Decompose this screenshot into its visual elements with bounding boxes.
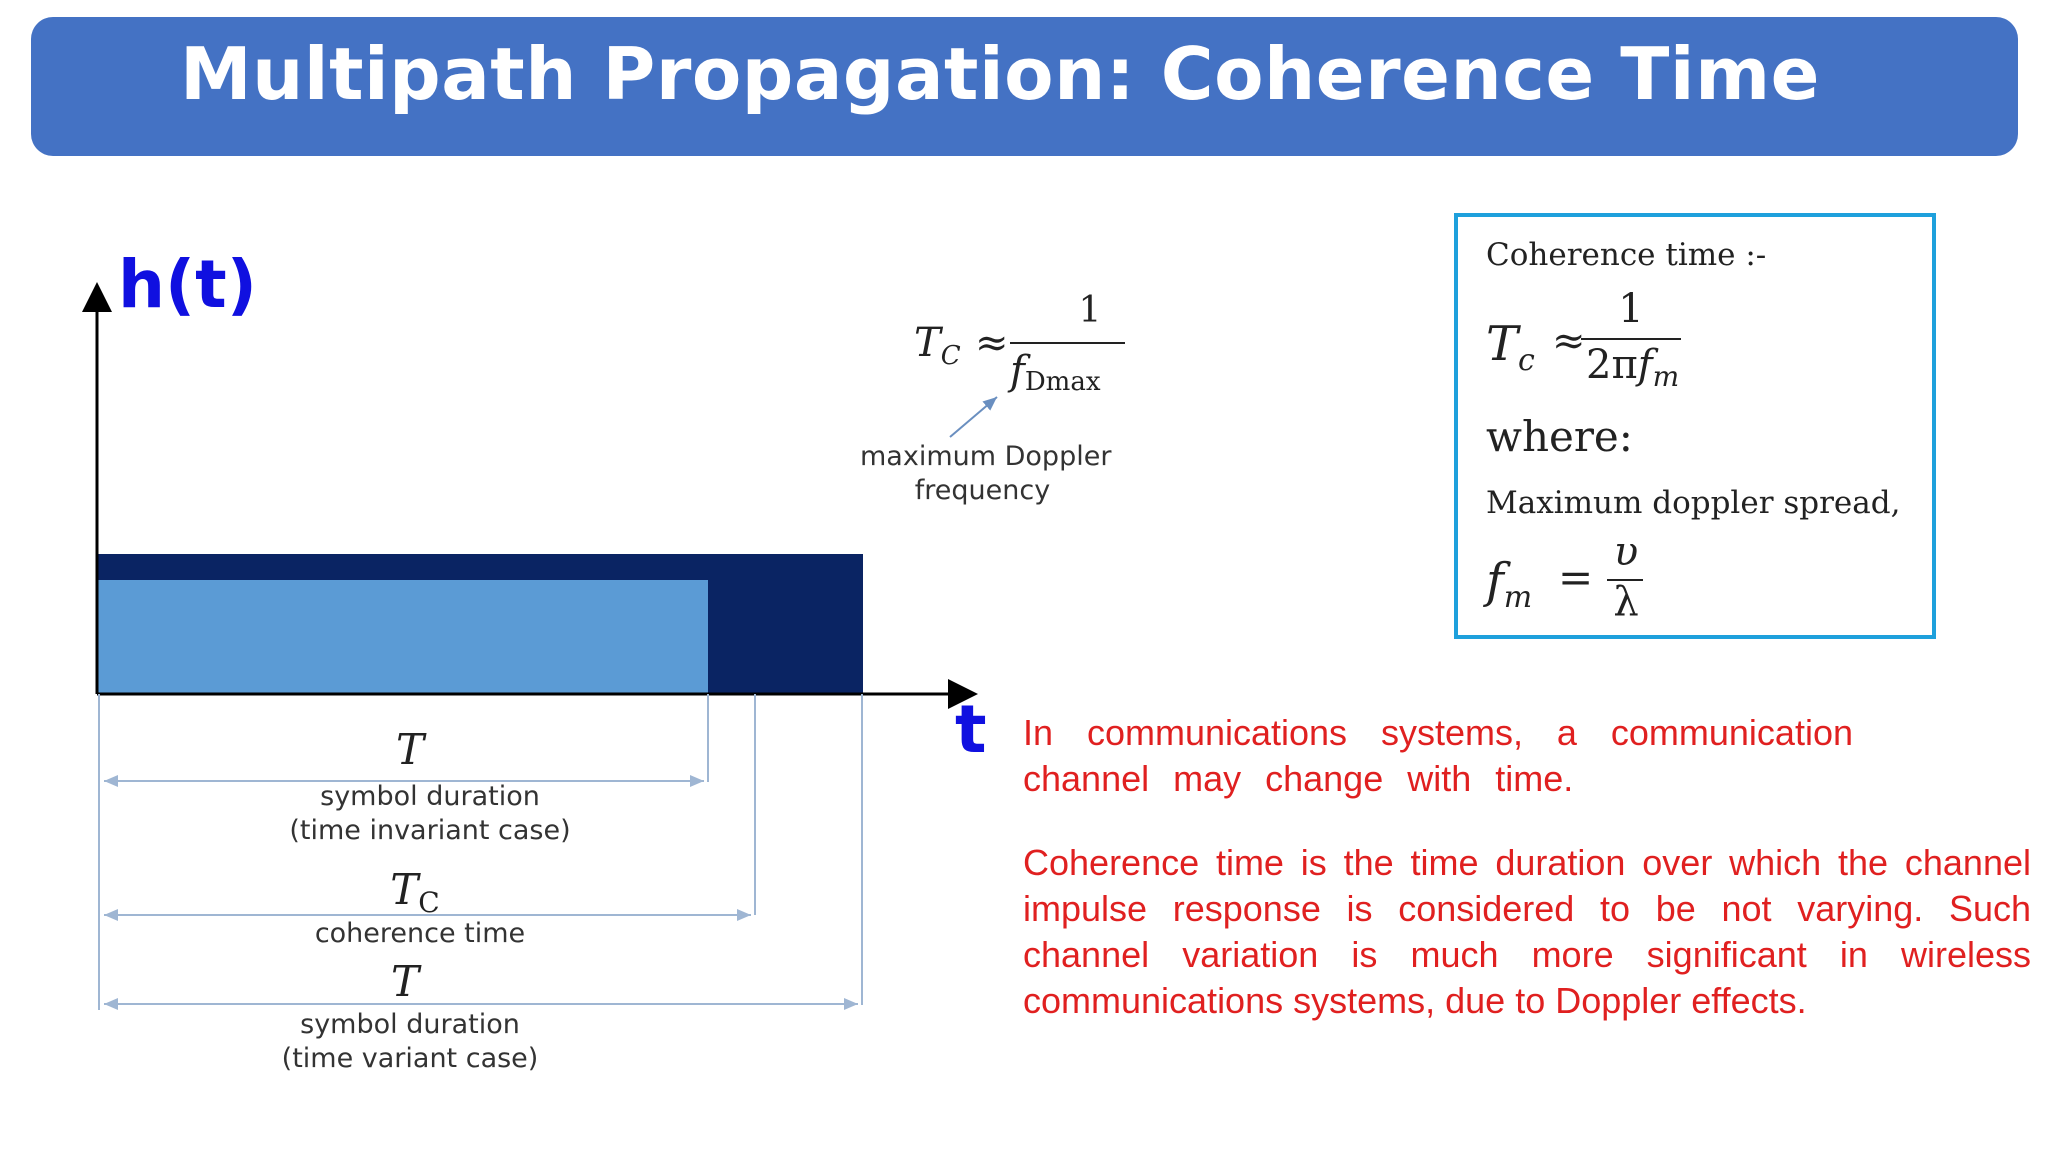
fm-formula: fm = υ λ (1486, 529, 1686, 633)
interval-symbol-Tc: TC (390, 865, 440, 920)
paragraph-channel-change: In communications systems, a communicati… (1023, 712, 1853, 799)
doppler-spread-label: Maximum doppler spread, (1486, 485, 1901, 521)
fraction-bar (1010, 342, 1125, 344)
where-label: where: (1486, 412, 1633, 461)
fm-denominator: λ (1613, 579, 1639, 625)
doppler-pointer-arrow (949, 396, 998, 438)
approx-sign: ≈ (975, 320, 1009, 366)
box-heading: Coherence time :- (1486, 237, 1767, 273)
formula-lhs: TC (914, 320, 961, 371)
doppler-caption: maximum Doppler frequency (860, 441, 1112, 506)
coherence-approx-sign: ≈ (1552, 318, 1586, 364)
coherence-formula-lhs: Tc (1486, 316, 1535, 378)
coherence-numerator: 1 (1618, 286, 1644, 332)
formula-denominator: fDmax (1010, 348, 1101, 397)
coherence-formula: Tc ≈ 1 2πfm (1486, 286, 1786, 402)
light-pulse-bar (98, 580, 708, 694)
title-bar (31, 17, 2018, 156)
x-axis-label: t (955, 691, 987, 768)
y-axis-label: h(t) (118, 246, 257, 323)
interval-caption-Tc: coherence time (314, 918, 526, 949)
interval-caption-T: symbol duration (time invariant case) (289, 781, 571, 846)
equals-sign: = (1558, 553, 1594, 602)
interval-symbol-T2: T (390, 957, 419, 1006)
fm-lhs: fm (1486, 553, 1533, 615)
slide-title: Multipath Propagation: Coherence Time (180, 32, 1820, 116)
paragraph-coherence-definition: Coherence time is the time duration over… (1023, 842, 2031, 1021)
coherence-fraction-bar (1581, 338, 1681, 340)
coherence-time-box: Coherence time :- Tc ≈ 1 2πfm where: Max… (1454, 213, 1936, 639)
fm-fraction-bar (1607, 579, 1643, 581)
coherence-denominator: 2πfm (1586, 342, 1680, 393)
doppler-formula: TC ≈ 1 fDmax (910, 290, 1130, 400)
fm-numerator: υ (1613, 529, 1639, 575)
interval-caption-T2: symbol duration (time variant case) (281, 1009, 539, 1074)
formula-numerator: 1 (1078, 290, 1102, 331)
interval-symbol-T: T (395, 725, 424, 774)
